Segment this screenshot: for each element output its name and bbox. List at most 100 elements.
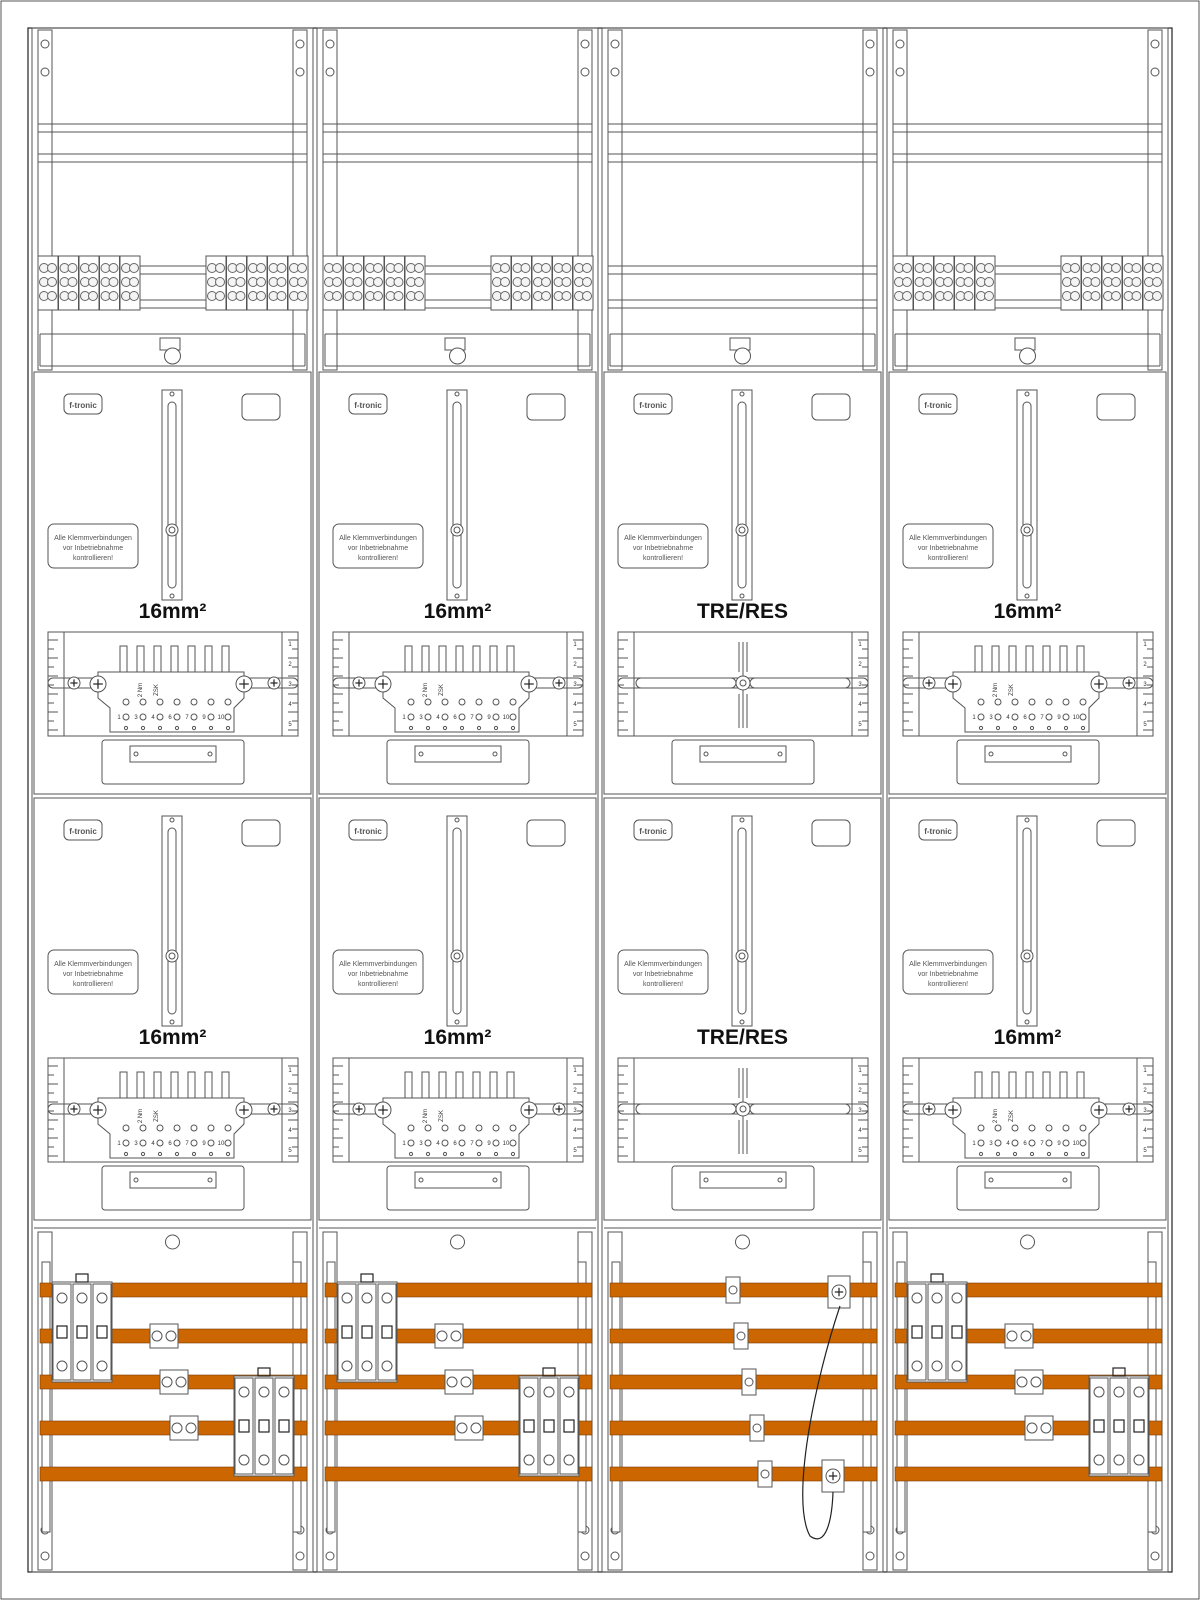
breaker-lever: [931, 1325, 943, 1339]
terminal-dot: [476, 725, 482, 731]
mount-pin: [739, 593, 745, 599]
terminal-hole: [458, 1124, 466, 1132]
terminal-dot: [123, 1151, 129, 1157]
scale-number: 5: [573, 722, 577, 728]
mount-slot: [1022, 401, 1032, 589]
terminal-hole: [139, 698, 147, 706]
handle-pin: [418, 1177, 424, 1183]
terminal-number: 1: [402, 715, 406, 721]
terminal-number: 6: [168, 1141, 172, 1147]
scale-number: 5: [858, 1148, 862, 1154]
column-border: [31, 27, 314, 1573]
mount-bar: [161, 815, 183, 1027]
terminal-dot: [140, 725, 146, 731]
logo-text: f-tronic: [69, 827, 97, 836]
terminal-hole: [922, 291, 933, 301]
terminal-dot: [493, 1151, 499, 1157]
bus-clamp: [733, 1322, 749, 1350]
terminal-number: 10: [503, 1141, 510, 1147]
screw-icon: [267, 676, 281, 690]
meter-field-panel: [888, 371, 1167, 795]
scale-number: 2: [288, 1088, 292, 1094]
terminal-hole: [1011, 698, 1019, 706]
terminal-hole: [541, 277, 551, 287]
terminal-hole: [1045, 713, 1053, 721]
clamp-screw: [460, 1376, 472, 1388]
scale-number: 1: [858, 642, 862, 648]
terminal-number: 10: [218, 715, 225, 721]
mount-bar: [446, 815, 468, 1027]
note-text: kontrollieren!: [358, 981, 398, 988]
terminal-number: 10: [1073, 1141, 1080, 1147]
terminal-number: 6: [168, 715, 172, 721]
handle-grip: [699, 745, 787, 763]
terminal-dot: [1080, 725, 1086, 731]
terminal-hole: [1045, 1124, 1053, 1132]
small-window: [1096, 819, 1136, 847]
terminal-hole: [373, 291, 383, 301]
terminal-hole: [475, 713, 483, 721]
mount-pin: [739, 817, 745, 823]
terminal-number: 4: [151, 1141, 155, 1147]
terminal-number: 6: [1023, 715, 1027, 721]
mount-screw: [165, 523, 179, 537]
breaker-screw: [238, 1386, 250, 1398]
scale-number: 1: [858, 1068, 862, 1074]
rail-hole: [40, 1551, 50, 1561]
terminal-number: 7: [470, 1141, 474, 1147]
clamp-screw: [1040, 1422, 1052, 1434]
terminal-hole: [424, 698, 432, 706]
scale-number: 2: [858, 662, 862, 668]
handle-pin: [133, 1177, 139, 1183]
field-label: 16mm²: [424, 600, 492, 623]
scale-number: 1: [288, 1068, 292, 1074]
mount-screw: [1020, 523, 1034, 537]
scale-number: 2: [288, 662, 292, 668]
terminal-hole: [582, 291, 592, 301]
terminal-hole: [88, 291, 98, 301]
terminal-body: [382, 671, 530, 733]
terminal-number: 7: [1040, 1141, 1044, 1147]
screw-icon: [352, 1102, 366, 1116]
terminal-number: 4: [1006, 715, 1010, 721]
rail-hole: [610, 1551, 620, 1561]
clamp-screw: [752, 1423, 762, 1433]
note-text: Alle Klemmverbindungen: [54, 961, 132, 968]
handle-plate: [101, 739, 245, 785]
clamp-screw: [185, 1422, 197, 1434]
terminal-hole: [1111, 263, 1121, 273]
note-box: [617, 949, 709, 995]
bus-clamp: [741, 1368, 757, 1396]
clamp-screw: [1020, 1330, 1032, 1342]
scale-number: 1: [288, 642, 292, 648]
breaker-lever: [951, 1325, 963, 1339]
terminal-hole: [373, 277, 383, 287]
terminal-hole: [1131, 263, 1142, 273]
clamp-screw: [175, 1376, 187, 1388]
center-screw: [735, 675, 751, 691]
breaker-pole: [274, 1377, 294, 1475]
terminal-dot: [174, 1151, 180, 1157]
handle-plate: [956, 1165, 1100, 1211]
logo-text: f-tronic: [639, 401, 667, 410]
breaker-handle: [257, 1367, 271, 1377]
terminal-hole: [1152, 277, 1162, 287]
breaker-block: [1088, 1367, 1150, 1477]
handle-grip: [699, 1171, 787, 1189]
terminal-hole: [1011, 1124, 1019, 1132]
terminal-hole: [224, 1124, 232, 1132]
logo-badge: [348, 819, 388, 841]
breaker-screw: [258, 1386, 270, 1398]
breaker-screw: [1093, 1386, 1105, 1398]
mount-bar: [161, 389, 183, 601]
bus-clamp: [725, 1276, 741, 1304]
terminal-hole: [224, 698, 232, 706]
handle-grip: [129, 1171, 217, 1189]
breaker-screw: [258, 1454, 270, 1466]
rod-slot: [749, 1103, 851, 1115]
terminal-dot: [1063, 1151, 1069, 1157]
note-box: [47, 949, 139, 995]
